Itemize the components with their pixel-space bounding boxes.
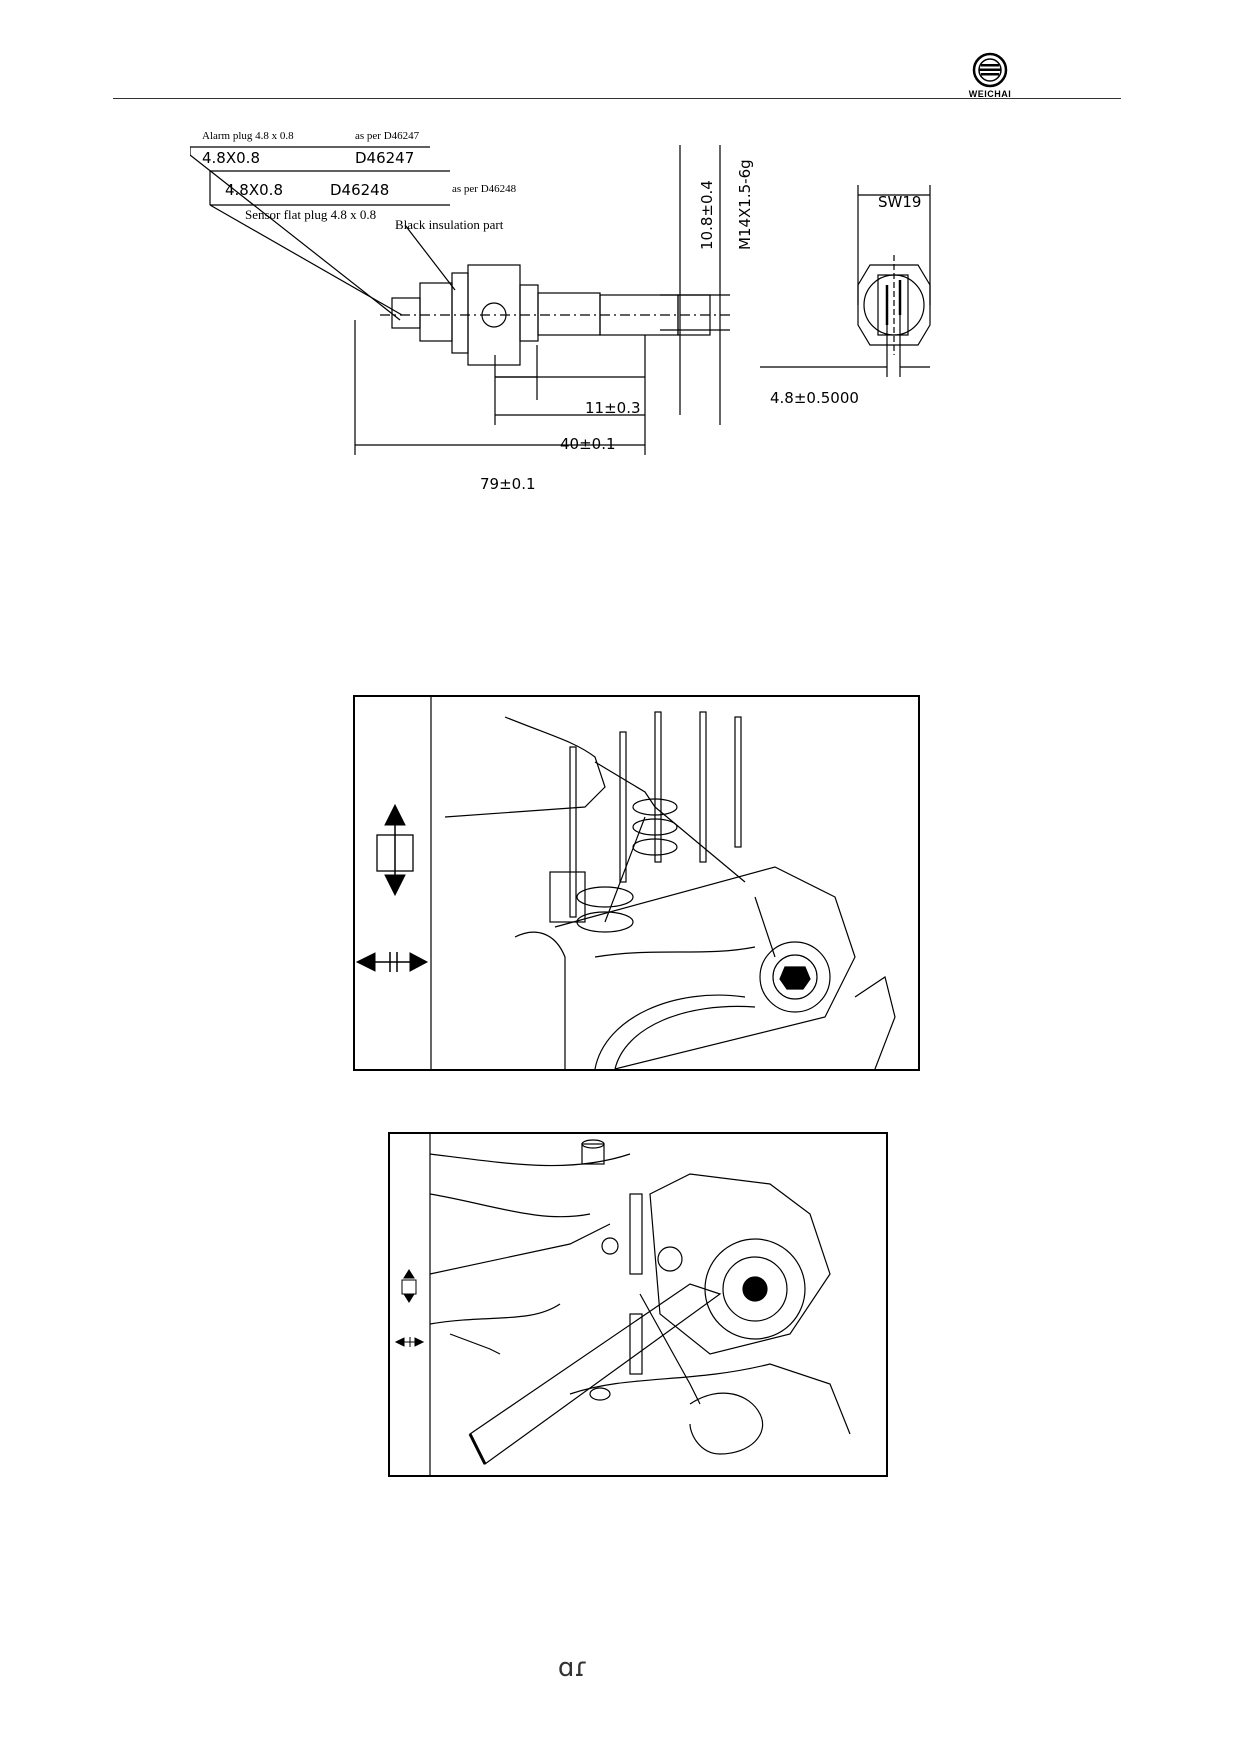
- vertical-adjust-icon-small: [401, 1269, 417, 1303]
- engine-illustration-2: [394, 1134, 851, 1475]
- sensor-technical-drawing: Alarm plug 4.8 x 0.8 4.8X0.8 as per D462…: [190, 130, 931, 493]
- illustration-alternator-adjustment-1: [353, 695, 920, 1071]
- vertical-adjust-icon: [376, 803, 414, 897]
- weichai-logo-text: WEICHAI: [968, 89, 1012, 99]
- sensor-ref-note: as per D46248: [452, 183, 517, 195]
- dim-40: 40±0.1: [560, 435, 616, 453]
- alarm-size: 4.8X0.8: [202, 149, 260, 167]
- sensor-plug-label: Sensor flat plug 4.8 x 0.8: [245, 207, 376, 222]
- alarm-ref: D46247: [355, 149, 414, 167]
- insulation-label: Black insulation part: [395, 217, 504, 232]
- dim-11: 11±0.3: [585, 399, 641, 417]
- horizontal-adjust-icon: [355, 952, 429, 972]
- page-number-mark: ɑɾ: [557, 1653, 589, 1683]
- header-rule: [113, 98, 1121, 99]
- alarm-ref-note: as per D46247: [355, 130, 420, 142]
- dim-width-flats: 10.8±0.4: [698, 180, 716, 250]
- alarm-plug-label: Alarm plug 4.8 x 0.8: [202, 130, 294, 142]
- sensor-ref: D46248: [330, 181, 389, 199]
- weichai-logo-icon: [972, 52, 1008, 88]
- horizontal-adjust-icon-small: [394, 1337, 425, 1347]
- dim-79: 79±0.1: [480, 475, 536, 493]
- illustration-alternator-adjustment-2: [388, 1132, 888, 1477]
- engine-illustration-1: [355, 697, 896, 1069]
- dim-blade: 4.8±0.5000: [770, 389, 859, 407]
- sensor-size: 4.8X0.8: [225, 181, 283, 199]
- weichai-logo: WEICHAI: [955, 52, 1025, 100]
- dim-thread: M14X1.5-6g: [736, 159, 754, 250]
- dim-sw: SW19: [878, 193, 921, 211]
